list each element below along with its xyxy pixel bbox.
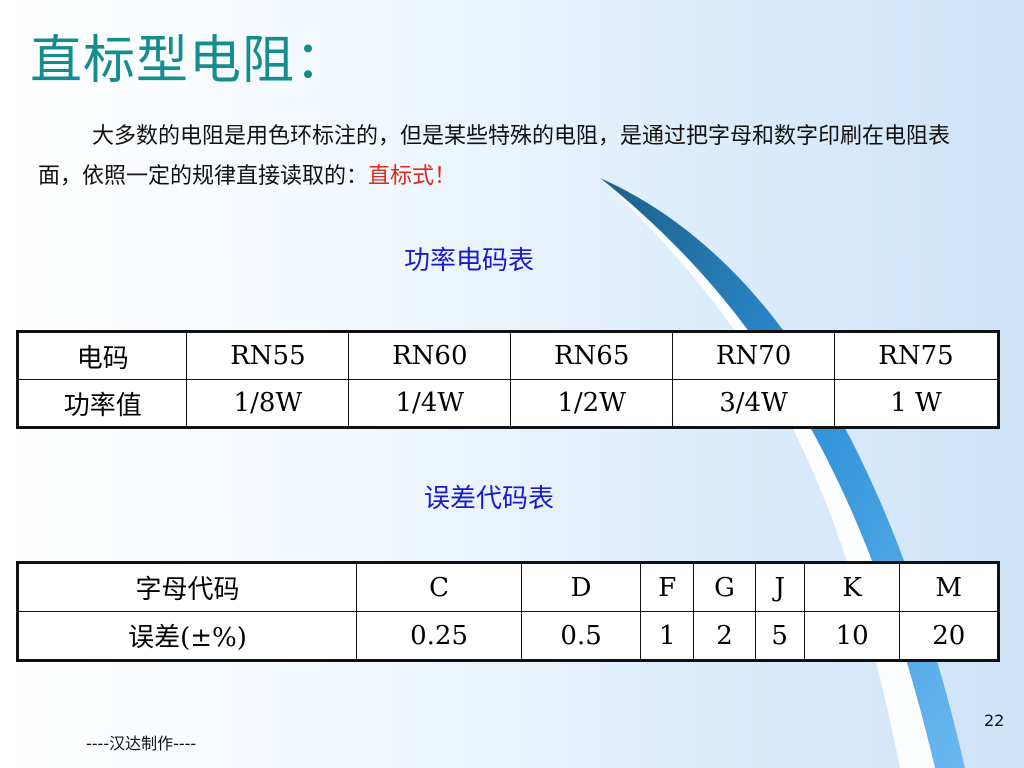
letter-code-cell: G (693, 562, 756, 612)
intro-paragraph: 大多数的电阻是用色环标注的，但是某些特殊的电阻，是通过把字母和数字印刷在电阻表面… (38, 117, 988, 197)
power-code-table: 电码 RN55 RN60 RN65 RN70 RN75 功率值 1/8W 1/4… (16, 330, 1000, 429)
power-code-row: 电码 RN55 RN60 RN65 RN70 RN75 (16, 331, 1000, 380)
tolerance-value-cell: 5 (754, 611, 805, 661)
power-value-row: 功率值 1/8W 1/4W 1/2W 3/4W 1 W (16, 379, 1000, 428)
tolerance-row-header: 误差(±%) (17, 611, 357, 661)
letter-code-cell: J (754, 562, 805, 612)
tolerance-value-cell: 20 (899, 611, 999, 661)
slide-title: 直标型电阻： (30, 31, 349, 91)
power-table-title: 功率电码表 (404, 246, 535, 276)
power-value-cell: 1 W (833, 379, 1000, 428)
letter-code-cell: M (899, 562, 999, 612)
tolerance-value-cell: 0.5 (521, 611, 642, 661)
letter-code-cell: D (521, 562, 642, 612)
code-row-header: 电码 (16, 331, 188, 380)
tolerance-value-cell: 10 (803, 611, 901, 661)
page-number: 22 (984, 711, 1005, 730)
power-code-cell: RN65 (510, 331, 674, 380)
power-code-cell: RN60 (348, 331, 512, 380)
tolerance-value-row: 误差(±%) 0.25 0.5 1 2 5 10 20 (17, 611, 999, 661)
letter-code-cell: F (640, 562, 695, 612)
letter-code-cell: C (355, 562, 523, 612)
power-value-cell: 1/8W (186, 379, 350, 428)
power-row-header: 功率值 (16, 379, 188, 428)
power-value-cell: 3/4W (672, 379, 835, 428)
power-value-cell: 1/2W (510, 379, 674, 428)
intro-highlight: 直标式！ (368, 164, 457, 189)
letter-code-row: 字母代码 C D F G J K M (17, 562, 999, 612)
tolerance-value-cell: 2 (693, 611, 756, 661)
tolerance-code-table: 字母代码 C D F G J K M 误差(±%) 0.25 0.5 1 2 5… (16, 561, 1000, 662)
letter-code-cell: K (803, 562, 901, 612)
intro-text: 大多数的电阻是用色环标注的，但是某些特殊的电阻，是通过把字母和数字印刷在电阻表面… (38, 124, 951, 189)
letter-row-header: 字母代码 (17, 562, 357, 612)
tolerance-table-title: 误差代码表 (424, 484, 555, 514)
footer-credit: ----汉达制作---- (86, 734, 197, 753)
tolerance-value-cell: 0.25 (355, 611, 523, 661)
power-value-cell: 1/4W (348, 379, 512, 428)
tolerance-value-cell: 1 (640, 611, 695, 661)
power-code-cell: RN75 (833, 331, 1000, 380)
power-code-cell: RN70 (672, 331, 835, 380)
power-code-cell: RN55 (186, 331, 350, 380)
